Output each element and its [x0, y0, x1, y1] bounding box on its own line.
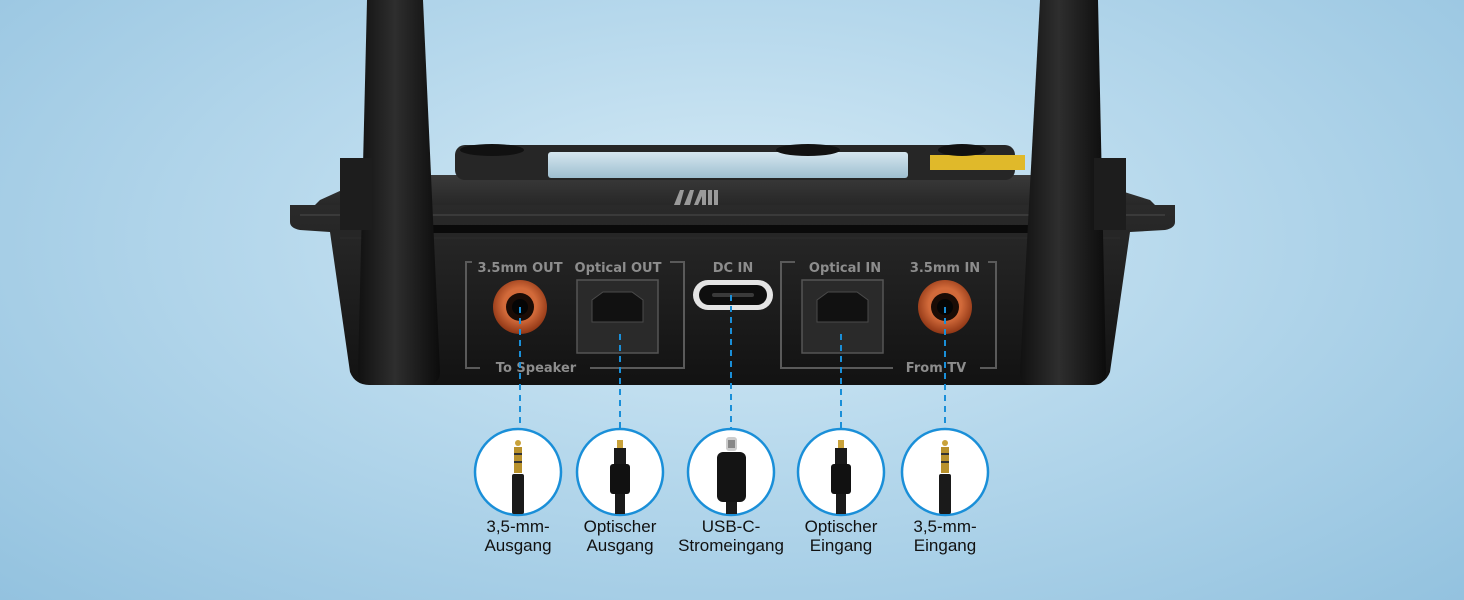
- label-line: Eingang: [913, 536, 977, 555]
- optical-plug-icon: [831, 440, 851, 514]
- label-aux-in: 3,5-mm- Eingang: [870, 517, 1020, 555]
- connector-circle-optical-out: [575, 427, 665, 517]
- optical-in-port: [801, 279, 884, 354]
- port-panel: 3.5mm OUT Optical OUT DC IN Optical IN 3…: [465, 261, 997, 376]
- label-line: 3,5-mm-: [913, 517, 977, 536]
- connector-circle-aux-out: [473, 427, 563, 517]
- connector-circle-aux-in: [900, 427, 990, 517]
- aux-plug-icon: [939, 440, 951, 514]
- label-line: Optischer: [583, 517, 657, 536]
- label-optical-in: Optischer Eingang: [766, 517, 916, 555]
- callout-lines: [519, 295, 946, 428]
- warning-sticker: [930, 155, 1025, 170]
- label-optical-out: Optischer Ausgang: [545, 517, 695, 555]
- group-label-to-speaker: To Speaker: [496, 361, 577, 376]
- port-label-aux-in: 3.5mm IN: [910, 261, 980, 276]
- brand-logo: [674, 190, 718, 205]
- left-antenna: [340, 0, 440, 385]
- label-line: Ausgang: [484, 536, 552, 555]
- port-label-optical-out: Optical OUT: [575, 261, 662, 276]
- port-label-optical-in: Optical IN: [809, 261, 881, 276]
- label-aux-out: 3,5-mm- Ausgang: [443, 517, 593, 555]
- aux-plug-icon: [512, 440, 524, 514]
- port-label-aux-out: 3.5mm OUT: [477, 261, 562, 276]
- right-antenna: [1020, 0, 1126, 385]
- connector-circle-usb-c: [686, 427, 776, 517]
- usb-c-port: [693, 280, 773, 310]
- usb-c-plug-icon: [717, 437, 746, 514]
- label-line: 3,5-mm-: [486, 517, 550, 536]
- label-line: USB-C-: [701, 517, 761, 536]
- label-line: Eingang: [809, 536, 873, 555]
- lcd-screen: [548, 152, 908, 178]
- connector-circle-optical-in: [796, 427, 886, 517]
- label-line: Stromeingang: [678, 536, 784, 555]
- optical-out-port: [576, 279, 659, 354]
- optical-plug-icon: [610, 440, 630, 514]
- group-label-from-tv: From TV: [906, 361, 966, 376]
- label-line: Ausgang: [586, 536, 654, 555]
- port-label-dc-in: DC IN: [713, 261, 754, 276]
- label-usb-c: USB-C- Stromeingang: [656, 517, 806, 555]
- label-line: Optischer: [804, 517, 878, 536]
